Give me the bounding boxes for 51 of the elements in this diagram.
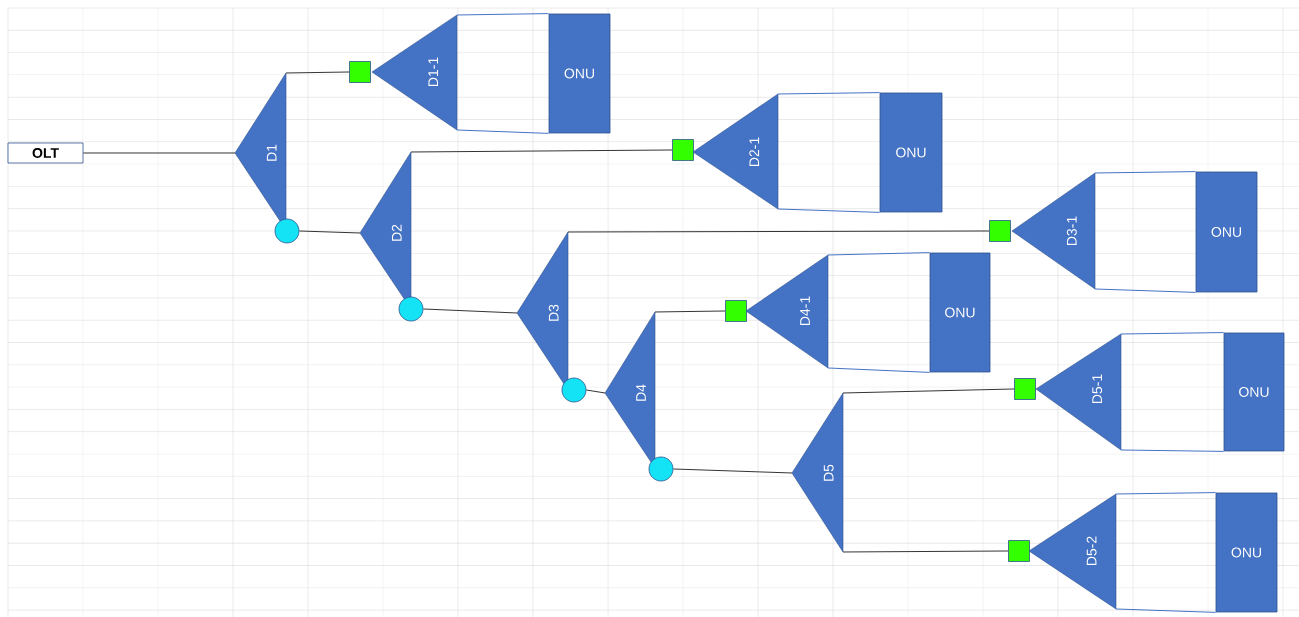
onu-box: ONU	[1215, 492, 1278, 613]
connector-line	[1120, 332, 1225, 335]
splitter-triangle: D5-1	[1035, 333, 1122, 451]
connector-line	[672, 468, 793, 474]
onu-box: ONU	[548, 13, 611, 134]
connector-line	[285, 71, 350, 74]
connector-circle	[274, 218, 300, 244]
connector-circle	[398, 296, 424, 322]
connector-square	[1008, 540, 1030, 562]
connector-line	[842, 388, 1015, 394]
connector-circle	[648, 456, 674, 482]
connector-line	[1115, 608, 1217, 613]
connector-line	[827, 367, 931, 373]
splitter-triangle: D3	[516, 231, 569, 391]
terminal-box: OLT	[7, 142, 84, 164]
connector-square	[989, 220, 1011, 242]
splitter-triangle: D3-1	[1011, 172, 1096, 290]
connector-line	[456, 129, 550, 134]
connector-line	[82, 152, 236, 154]
splitter-triangle: D4	[604, 311, 656, 469]
connector-square	[1014, 378, 1036, 400]
connector-line	[585, 389, 606, 394]
connector-square	[349, 61, 371, 83]
connector-line	[422, 308, 518, 314]
splitter-triangle: D5-2	[1028, 493, 1117, 610]
connector-line	[827, 252, 931, 256]
connector-line	[410, 149, 673, 153]
connector-line	[456, 13, 550, 16]
connector-line	[298, 230, 361, 234]
connector-line	[1094, 288, 1197, 293]
connector-line	[1120, 449, 1225, 452]
connector-circle	[561, 377, 587, 403]
connector-line	[777, 92, 881, 95]
onu-box: ONU	[929, 252, 991, 373]
onu-box: ONU	[879, 92, 943, 213]
splitter-triangle: D1	[234, 72, 287, 231]
connector-line	[654, 310, 726, 313]
splitter-triangle: D2-1	[692, 93, 779, 210]
connector-line	[842, 550, 1009, 553]
connector-line	[567, 230, 990, 233]
connector-square	[672, 139, 694, 161]
connector-line	[777, 208, 881, 213]
onu-box: ONU	[1223, 332, 1285, 452]
splitter-triangle: D1-1	[371, 14, 458, 131]
connector-line	[1115, 492, 1217, 495]
onu-box: ONU	[1195, 171, 1258, 293]
connector-square	[725, 300, 747, 322]
splitter-triangle: D5	[791, 392, 844, 553]
connector-line	[1094, 171, 1197, 174]
splitter-triangle: D2	[359, 151, 412, 310]
splitter-triangle: D4-1	[745, 254, 829, 369]
